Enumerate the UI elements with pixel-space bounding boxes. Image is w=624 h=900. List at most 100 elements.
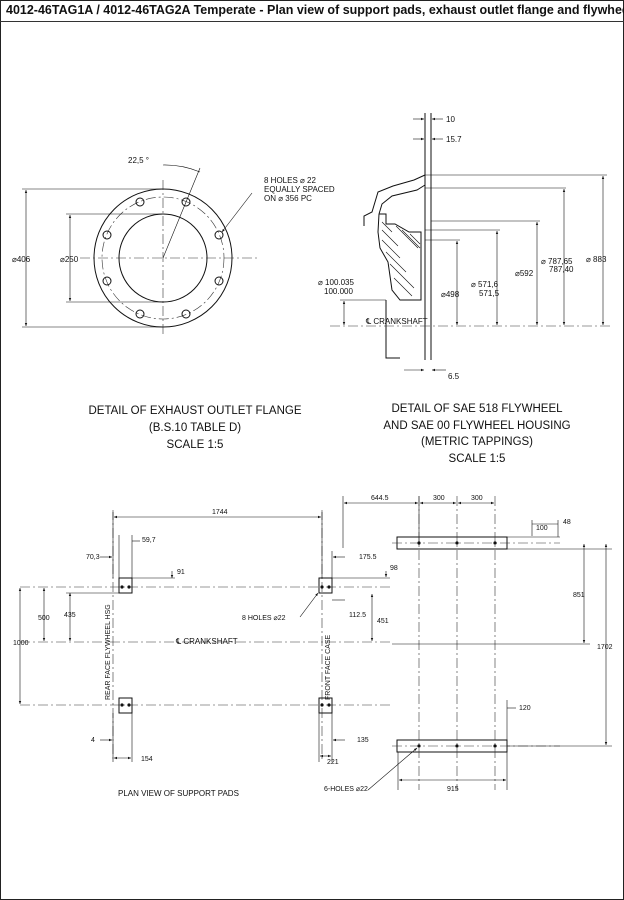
dim-851-label: 851 [573,592,585,599]
pad-hole [120,703,124,707]
angle-ray [162,167,201,259]
bolt-hole [135,309,145,319]
dim-787-label-2: 787,40 [549,265,574,274]
dim-883-label: ⌀ 883 [586,255,607,264]
flywheel-tapping-caption: (METRIC TAPPINGS) [421,436,533,448]
holes8-label: 8 HOLES ⌀22 [242,615,286,622]
flange-bolt-holes [102,197,224,319]
rail-hole [417,744,421,748]
holes-label: 8 HOLES ⌀ 22 [264,176,317,185]
dim-91-label: 91 [177,569,185,576]
bolt-hole [102,276,112,286]
dim-4-label: 4 [91,737,95,744]
rail-hole [455,541,459,545]
dim-300a-label: 300 [433,495,445,502]
exhaust-flange-view: 22,5 ° 8 HOLES ⌀ 22 EQUALLY SPACED ON ⌀ … [12,156,335,451]
dim-250-label: ⌀250 [60,255,79,264]
rail-hole [417,541,421,545]
support-pad [118,697,133,714]
dim-592-label: ⌀592 [515,269,534,278]
flywheel-caption: DETAIL OF SAE 518 FLYWHEEL [391,403,563,415]
dim-1744-label: 1744 [212,509,228,516]
dim-112-5-label: 112.5 [349,612,366,619]
dim-500-label: 500 [38,615,50,622]
dim-48-label: 48 [563,519,571,526]
housing-outline [363,174,426,226]
flywheel-scale: SCALE 1:5 [449,453,506,465]
dim-1702-label: 1702 [597,644,613,651]
dim-300b-label: 300 [471,495,483,502]
dim-221-label: 221 [327,759,339,766]
rail-hole [455,744,459,748]
dim-498-label: ⌀498 [441,290,460,299]
dim-70-3-label: 70,3 [86,554,100,561]
dim-571-label: ⌀ 571,6 [471,280,499,289]
crankshaft-label: ℄ CRANKSHAFT [365,317,428,326]
flywheel-housing-caption: AND SAE 00 FLYWHEEL HOUSING [383,420,570,432]
dim-451-label: 451 [377,618,389,625]
plan-crankshaft-label: ℄ CRANKSHAFT [175,637,238,646]
holes-leader [221,192,253,233]
dim-59-7-label: 59,7 [142,537,156,544]
housing-inner [378,184,426,215]
pad-hole [127,703,131,707]
flywheel-view: ℄ CRANKSHAFT 10 15.7 ⌀498 ⌀ 571,6 571,5 … [318,113,612,465]
dim-915-label: 915 [447,786,459,793]
dim-435-label: 435 [64,612,76,619]
angle-arc [162,164,201,173]
support-pads-plan: ℄ CRANKSHAFT REAR FACE FLYWHEEL HSG FRON… [13,495,613,798]
holes6-label: 6-HOLES ⌀22 [324,786,368,793]
holes-pcd-label: ON ⌀ 356 PC [264,194,312,203]
plan-caption: PLAN VIEW OF SUPPORT PADS [118,789,239,798]
pad-hole [120,585,124,589]
dim-120-label: 120 [519,705,531,712]
bolt-hole [181,309,191,319]
dim-787-label: ⌀ 787,65 [541,257,573,266]
dim-154-label: 154 [141,756,153,763]
title-rule [0,21,624,22]
section-hatch [381,221,421,297]
bolt-hole [214,230,224,240]
support-pad [318,697,333,714]
bolt-hole [214,276,224,286]
dim-10-label: 10 [446,115,455,124]
drawing-title: 4012-46TAG1A / 4012-46TAG2A Temperate - … [6,3,624,17]
support-pad [118,577,133,594]
pad-hole [127,585,131,589]
pad-hole [320,703,324,707]
flywheel-face [424,113,432,360]
holes8-leader [299,592,319,618]
bolt-hole [181,197,191,207]
flange-caption: DETAIL OF EXHAUST OUTLET FLANGE [88,405,301,417]
dim-100-label-2: 100.000 [324,287,353,296]
dim-100-label: ⌀ 100.035 [318,278,355,287]
flange-standard: (B.S.10 TABLE D) [149,422,241,434]
dim-571-label-2: 571,5 [479,289,500,298]
bolt-hole [135,197,145,207]
pad-hole [327,703,331,707]
dim-6-5-label: 6.5 [448,372,460,381]
dim-15-7-label: 15.7 [446,135,462,144]
support-pad [318,577,333,594]
holes-spacing-label: EQUALLY SPACED [264,185,335,194]
dim-135-label: 135 [357,737,369,744]
dim-100-label: 100 [536,525,548,532]
rear-face-label: REAR FACE FLYWHEEL HSG [105,604,112,700]
flywheel-section [377,213,422,301]
pad-hole [320,585,324,589]
front-face-label: FRONT FACE CASE [325,634,332,700]
crankshaft-profile [385,300,400,359]
rail-hole [493,744,497,748]
dim-644-5-label: 644.5 [371,495,389,502]
angle-label: 22,5 ° [128,156,149,165]
dim-1000-label: 1000 [13,640,29,647]
flange-scale: SCALE 1:5 [167,439,224,451]
dim-175-5-label: 175.5 [359,554,377,561]
dim-98-label: 98 [390,565,398,572]
holes6-leader [367,747,418,791]
rail-hole [493,541,497,545]
pad-hole [327,585,331,589]
dim-406-label: ⌀406 [12,255,31,264]
bolt-hole [102,230,112,240]
